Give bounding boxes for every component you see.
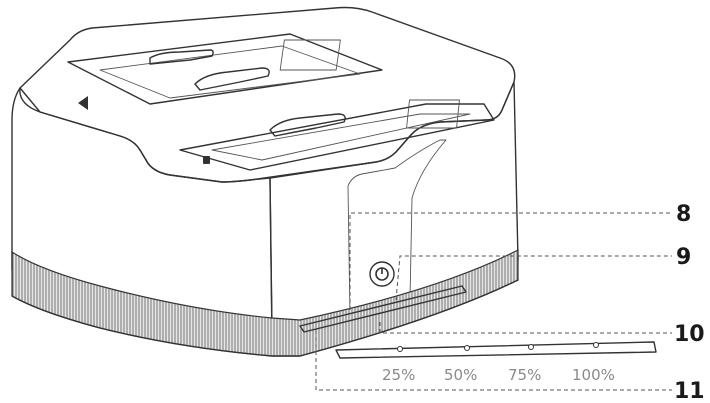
callout-10: 10	[674, 322, 705, 347]
led-strip-device	[299, 285, 467, 333]
front-slot	[179, 103, 495, 171]
base-outline	[11, 279, 519, 357]
power-button[interactable]	[369, 261, 395, 287]
leader-8	[349, 212, 672, 310]
docking-station	[11, 6, 519, 357]
led-dot-25	[397, 346, 403, 352]
callout-8: 8	[676, 202, 691, 227]
front-slot-window	[406, 99, 460, 129]
front-slot-inner	[211, 113, 471, 161]
led-dot-50	[464, 345, 470, 351]
leader-9	[395, 255, 672, 301]
top-surface	[19, 6, 516, 183]
callout-9: 9	[676, 245, 691, 270]
led-dot-100	[593, 342, 599, 348]
eject-arrow-icon	[78, 96, 88, 110]
led-indicator-detail: 25% 50% 75% 100%	[335, 341, 657, 384]
rear-slot-tab	[149, 49, 214, 65]
rear-slot-handle	[194, 67, 270, 91]
led-label-50: 50%	[444, 366, 477, 384]
grip-band	[11, 249, 519, 357]
front-slot-handle	[269, 113, 346, 137]
leader-11	[315, 330, 672, 391]
led-label-75: 75%	[508, 366, 541, 384]
led-label-25: 25%	[382, 366, 415, 384]
rear-slot	[67, 33, 383, 105]
rear-slot-inner	[99, 45, 361, 99]
led-bar-enlarged	[335, 341, 657, 359]
callout-leaders	[315, 212, 672, 391]
led-dot-75	[528, 344, 534, 350]
led-label-100: 100%	[572, 366, 615, 384]
power-button-ring	[369, 261, 395, 287]
callout-11: 11	[674, 379, 705, 403]
leader-10	[379, 322, 672, 334]
lock-icon	[203, 156, 210, 164]
rear-slot-window	[279, 39, 341, 71]
